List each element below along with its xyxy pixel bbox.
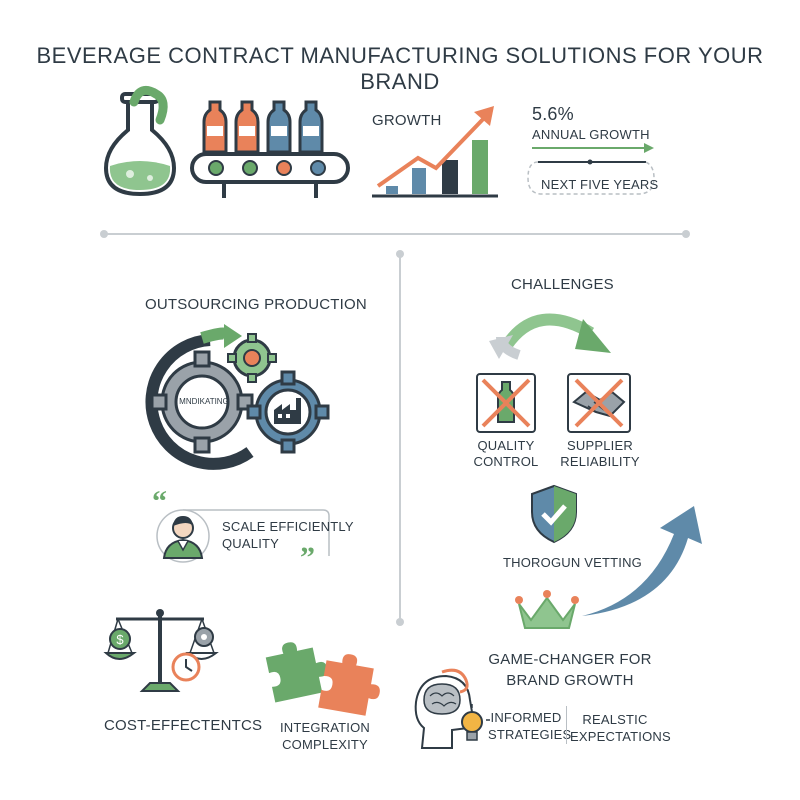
annual-growth-label: Annual Growth: [532, 127, 650, 142]
quote-line-1: Scale efficiently: [222, 519, 354, 534]
integration-line-1: Integration: [279, 720, 371, 735]
cost-effectiveness-label: Cost-Effectentcs: [104, 717, 263, 734]
growth-chart-icon: [372, 106, 498, 198]
growth-label: Growth: [372, 112, 442, 129]
vetting-label: Thorogun Vetting: [503, 555, 642, 570]
puzzle-pieces-icon: [265, 642, 380, 716]
growth-arrow-icon: [582, 506, 702, 616]
quote-line-2: quality: [222, 536, 280, 551]
balance-scale-icon: $: [103, 609, 219, 692]
quality-line-1: Quality: [477, 438, 535, 453]
brain-lightbulb-icon: [414, 668, 490, 749]
horizontal-divider: [100, 230, 690, 238]
shield-check-icon: [531, 484, 577, 544]
quality-line-2: Control: [473, 454, 539, 469]
realistic-line-2: Expectations: [570, 729, 671, 744]
supplier-handshake-icon: [567, 373, 631, 433]
growth-rate: 5.6%: [532, 104, 574, 124]
supplier-line-2: Reliability: [560, 454, 640, 469]
next-five-years-label: Next Five Years: [541, 177, 659, 192]
close-quote-icon: ”: [300, 541, 315, 574]
page-title: Beverage Contract Manufacturing Solution…: [36, 43, 764, 94]
realistic-line-1: Realstic: [582, 712, 648, 727]
person-avatar-icon: [162, 516, 204, 559]
crown-icon: [515, 590, 579, 629]
integration-line-2: Complexity: [282, 737, 368, 752]
challenges-title: Challenges: [511, 276, 614, 293]
supplier-line-1: Supplier: [567, 438, 633, 453]
gear-label: MNDIKATING: [179, 397, 229, 406]
flask-icon: [103, 85, 177, 197]
informed-line-1: Informed: [490, 710, 562, 725]
game-changer-line-1: Game-Changer for: [488, 651, 652, 668]
cycle-arrows-icon: [489, 313, 611, 360]
gears-cycle-icon: [145, 324, 330, 470]
informed-line-2: Strategies: [488, 727, 572, 742]
svg-text:$: $: [116, 632, 124, 647]
game-changer-line-2: Brand Growth: [506, 672, 634, 689]
quality-control-icon: [476, 373, 536, 433]
column-separator: [566, 706, 567, 744]
timeline-arrow-icon: [527, 143, 655, 195]
outsourcing-title: Outsourcing Production: [145, 296, 367, 313]
vertical-divider: [396, 250, 404, 626]
conveyor-bottles-icon: [190, 100, 350, 198]
open-quote-icon: “: [152, 485, 167, 518]
